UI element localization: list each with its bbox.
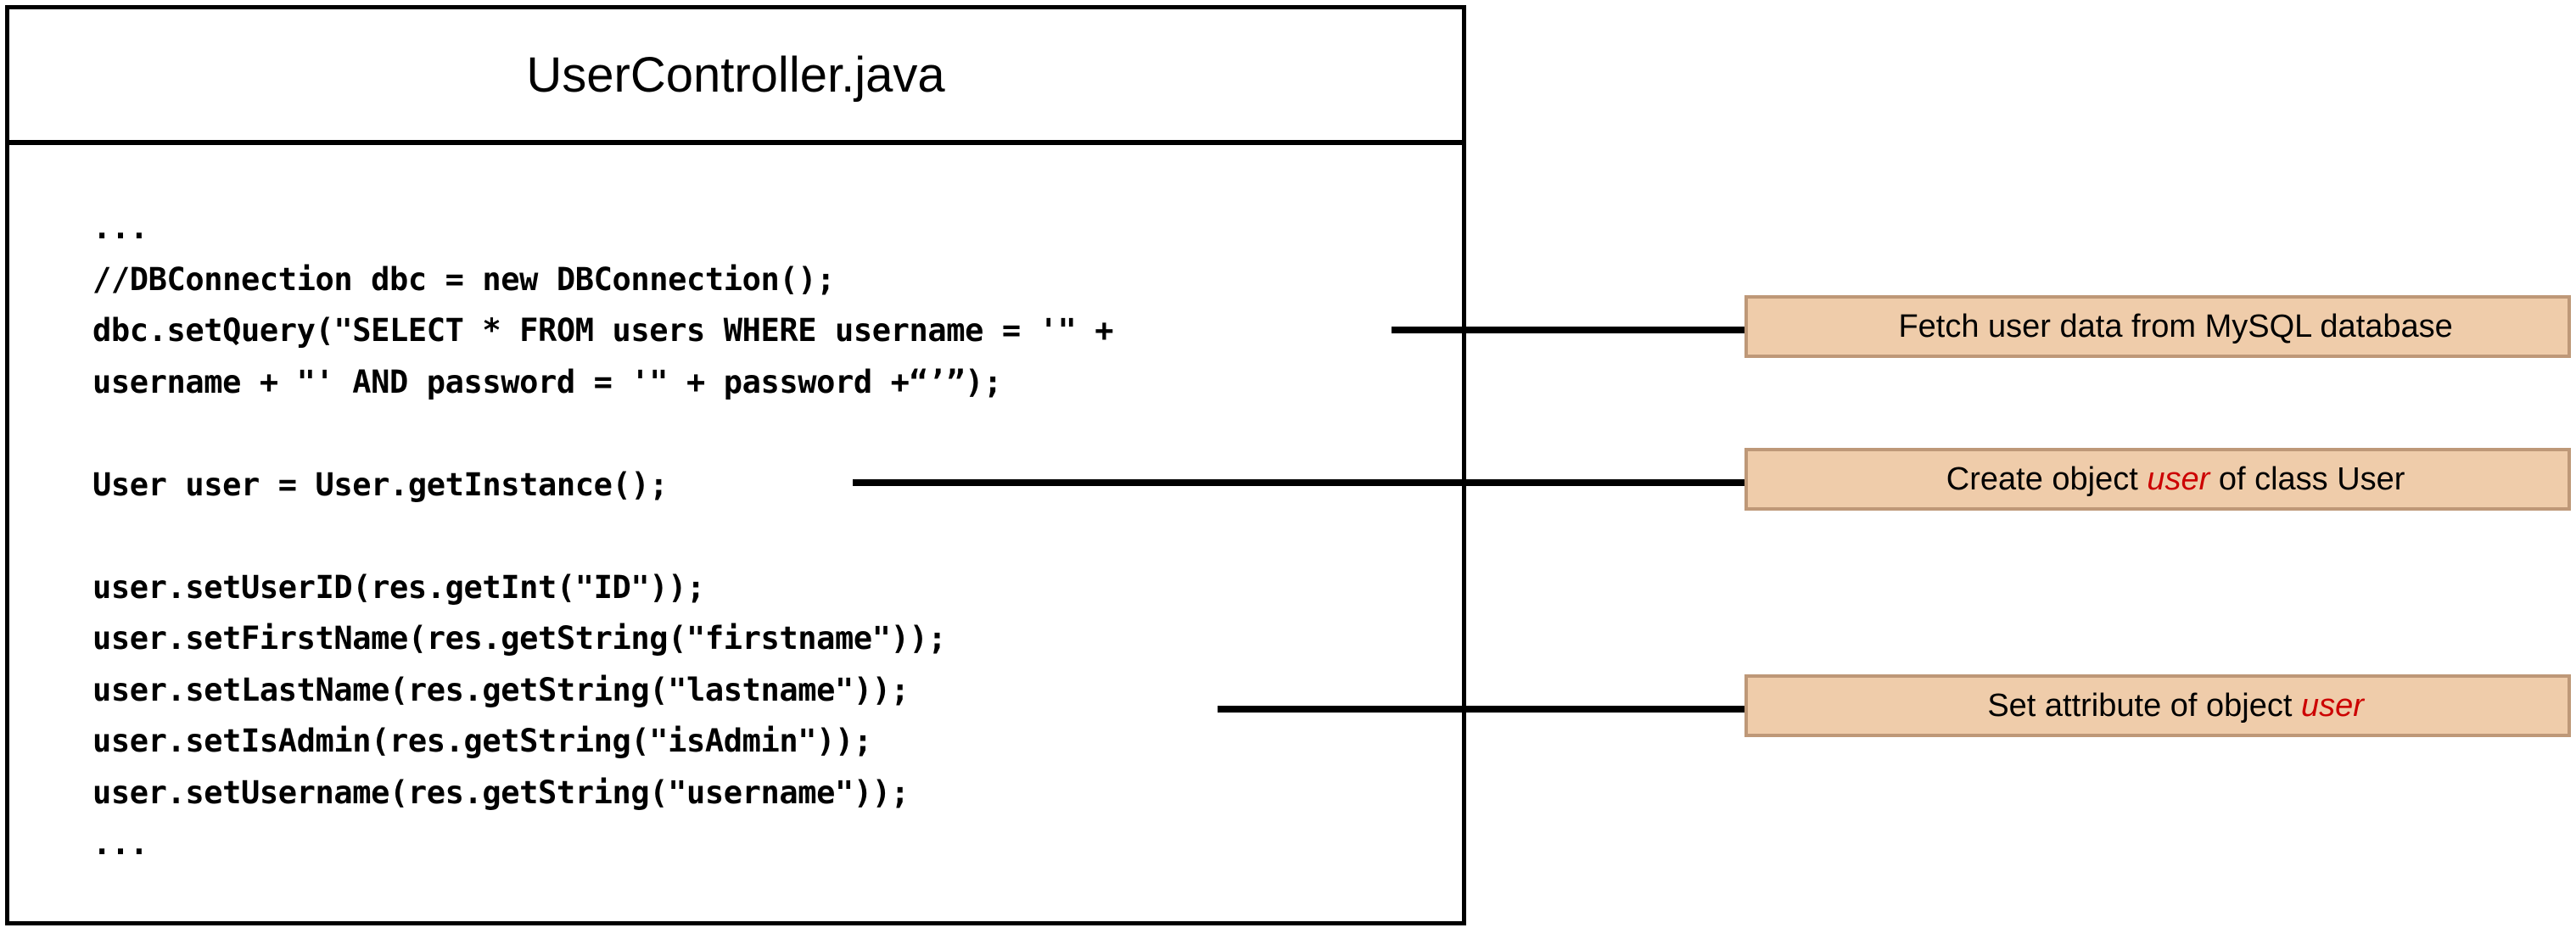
annotation-suffix: of class User	[2209, 461, 2405, 497]
uml-class-box: UserController.java ... //DBConnection d…	[5, 5, 1466, 925]
annotation-highlight: user	[2300, 687, 2364, 724]
code-line-blank	[92, 408, 1462, 460]
annotation-note-create-object-user: Create object user of class User	[1744, 448, 2571, 511]
annotation-highlight: user	[2147, 461, 2210, 497]
annotation-note-set-attribute-user: Set attribute of object user	[1744, 674, 2571, 737]
code-line: user.setIsAdmin(res.getString("isAdmin")…	[92, 723, 872, 759]
code-line: user.setLastName(res.getString("lastname…	[92, 671, 910, 708]
code-line: user.setFirstName(res.getString("firstna…	[92, 620, 947, 657]
annotation-text: Create object user of class User	[1911, 425, 2405, 534]
code-line: //DBConnection dbc = new DBConnection();	[92, 260, 836, 298]
annotation-text: Set attribute of object user	[1952, 651, 2364, 761]
code-line: ...	[92, 825, 148, 862]
code-line: ...	[92, 210, 148, 246]
class-body-code-block: ... //DBConnection dbc = new DBConnectio…	[9, 150, 1462, 921]
connector-line-fetch-user-data	[1392, 327, 1748, 333]
connector-line-create-object-user	[853, 479, 1748, 486]
annotation-prefix: Set attribute of object	[1987, 687, 2301, 724]
code-line-blank	[92, 511, 1462, 562]
code-line: dbc.setQuery("SELECT * FROM users WHERE …	[92, 312, 1114, 349]
annotation-text: Fetch user data from MySQL database	[1862, 272, 2453, 382]
annotation-prefix: Create object	[1946, 461, 2148, 497]
code-line: user.setUserID(res.getInt("ID"));	[92, 568, 705, 606]
connector-line-set-attribute-user	[1218, 706, 1748, 713]
class-header: UserController.java	[9, 9, 1462, 145]
class-title: UserController.java	[526, 47, 945, 103]
annotation-note-fetch-user-data: Fetch user data from MySQL database	[1744, 295, 2571, 358]
code-line: user.setUsername(res.getString("username…	[92, 774, 910, 811]
annotation-prefix: Fetch user data from MySQL database	[1898, 308, 2453, 344]
code-line: username + "' AND password = '" + passwo…	[92, 363, 1002, 400]
code-line: User user = User.getInstance();	[92, 466, 669, 503]
